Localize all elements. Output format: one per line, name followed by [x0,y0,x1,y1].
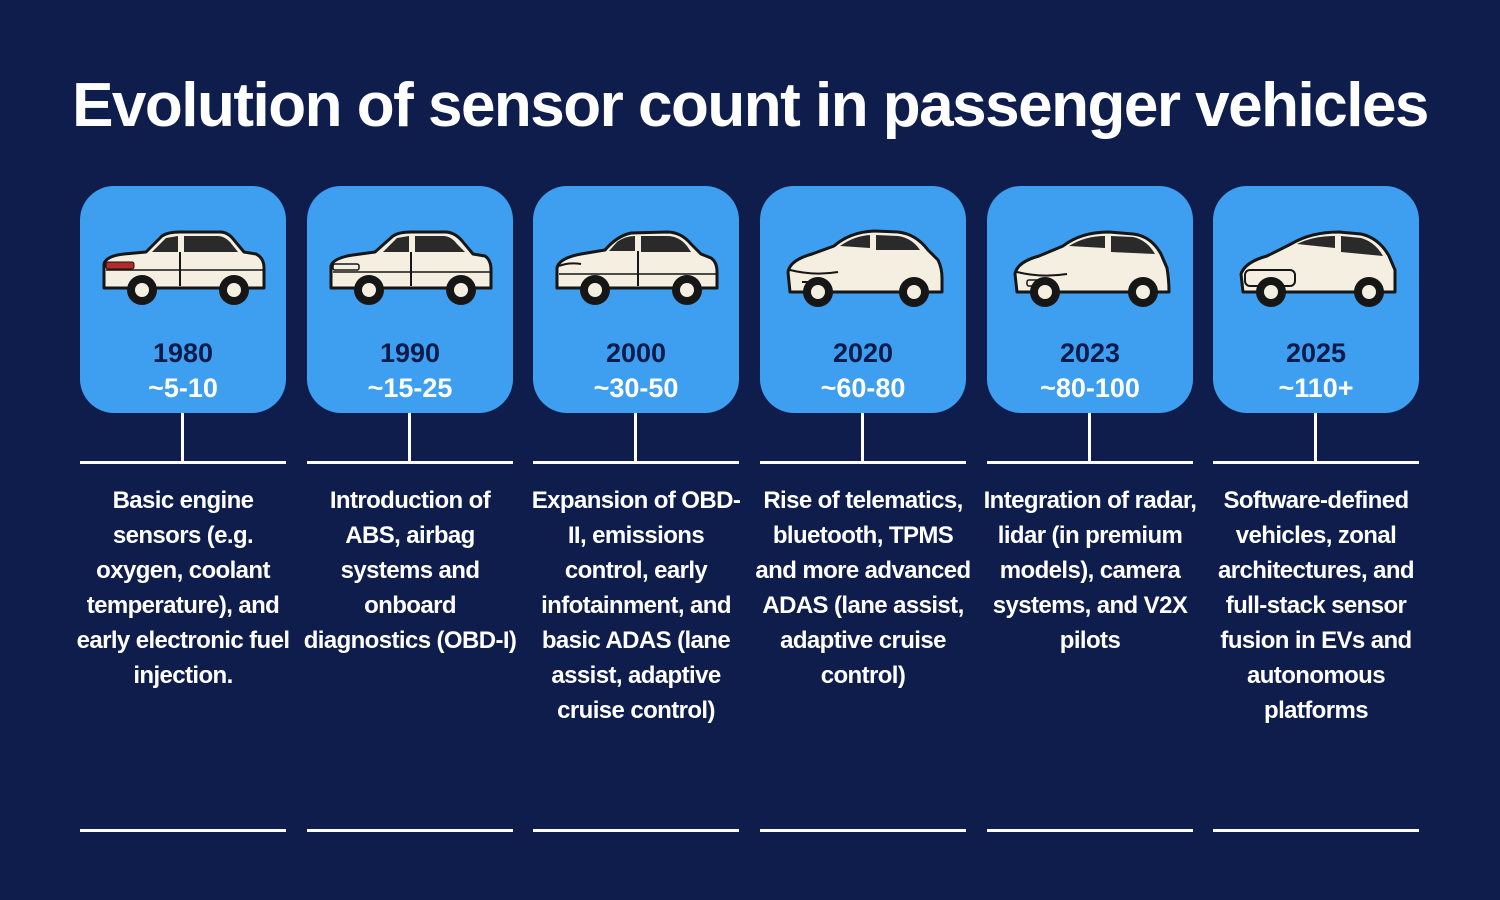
era-card: 2020 ~60-80 [760,186,966,413]
era-description: Rise of telematics, bluetooth, TPMS and … [755,487,971,689]
era-year: 2023 [1059,338,1121,368]
era-year: 2025 [1285,338,1347,368]
hatchback-2023-icon [1013,230,1171,307]
hatchback-2025-icon [1239,230,1397,307]
connector-line [181,413,184,461]
divider-bottom [1213,829,1419,832]
era-description: Basic engine sensors (e.g. oxygen, coola… [76,487,290,689]
divider-bottom [80,829,286,832]
divider-bottom [533,829,739,832]
era-card: 1980 ~5-10 [80,186,286,413]
sedan-2020-icon [786,229,944,307]
era-card: 1990 ~15-25 [307,186,513,413]
sensor-count: ~30-50 [593,373,679,403]
timeline-item-2025: 2025 ~110+ Software-defined vehicles, zo… [1213,186,1419,836]
divider-top [533,461,739,464]
timeline-item-2000: 2000 ~30-50 Expansion of OBD-II, emissio… [532,186,741,836]
connector-line [1314,413,1317,461]
timeline-item-2020: 2020 ~60-80 Rise of telematics, bluetoot… [755,186,971,836]
connector-line [1088,413,1091,461]
sedan-2000-icon [555,230,719,305]
era-description: Introduction of ABS, airbag systems and … [303,487,517,654]
divider-bottom [760,829,966,832]
connector-line [861,413,864,461]
era-year: 1980 [152,338,214,368]
timeline-item-2023: 2023 ~80-100 Integration of radar, lidar… [984,186,1197,836]
era-year: 2020 [832,338,894,368]
timeline-item-1980: 1980 ~5-10 Basic engine sensors (e.g. ox… [77,186,290,836]
timeline-item-1990: 1990 ~15-25 Introduction of ABS, airbag … [304,186,517,836]
sensor-count: ~110+ [1278,373,1354,403]
sensor-count: ~60-80 [820,373,906,403]
era-year: 1990 [379,338,441,368]
era-card: 2000 ~30-50 [533,186,739,413]
sensor-count: ~15-25 [367,373,453,403]
era-card: 2023 ~80-100 [987,186,1193,413]
sedan-1990-icon [329,230,493,305]
sensor-count: ~5-10 [148,373,218,403]
era-year: 2000 [605,338,667,368]
connector-line [634,413,637,461]
era-description: Expansion of OBD-II, emissions control, … [531,487,741,724]
era-card: 2025 ~110+ [1213,186,1419,413]
era-description: Software-defined vehicles, zonal archite… [1218,487,1415,724]
divider-bottom [987,829,1193,832]
page-title: Evolution of sensor count in passenger v… [72,71,1429,140]
divider-top [760,461,966,464]
sedan-1980-icon [102,230,266,305]
sensor-count: ~80-100 [1040,373,1140,403]
era-description: Integration of radar, lidar (in premium … [983,487,1197,654]
divider-bottom [307,829,513,832]
divider-top [307,461,513,464]
connector-line [408,413,411,461]
divider-top [1213,461,1419,464]
divider-top [80,461,286,464]
divider-top [987,461,1193,464]
